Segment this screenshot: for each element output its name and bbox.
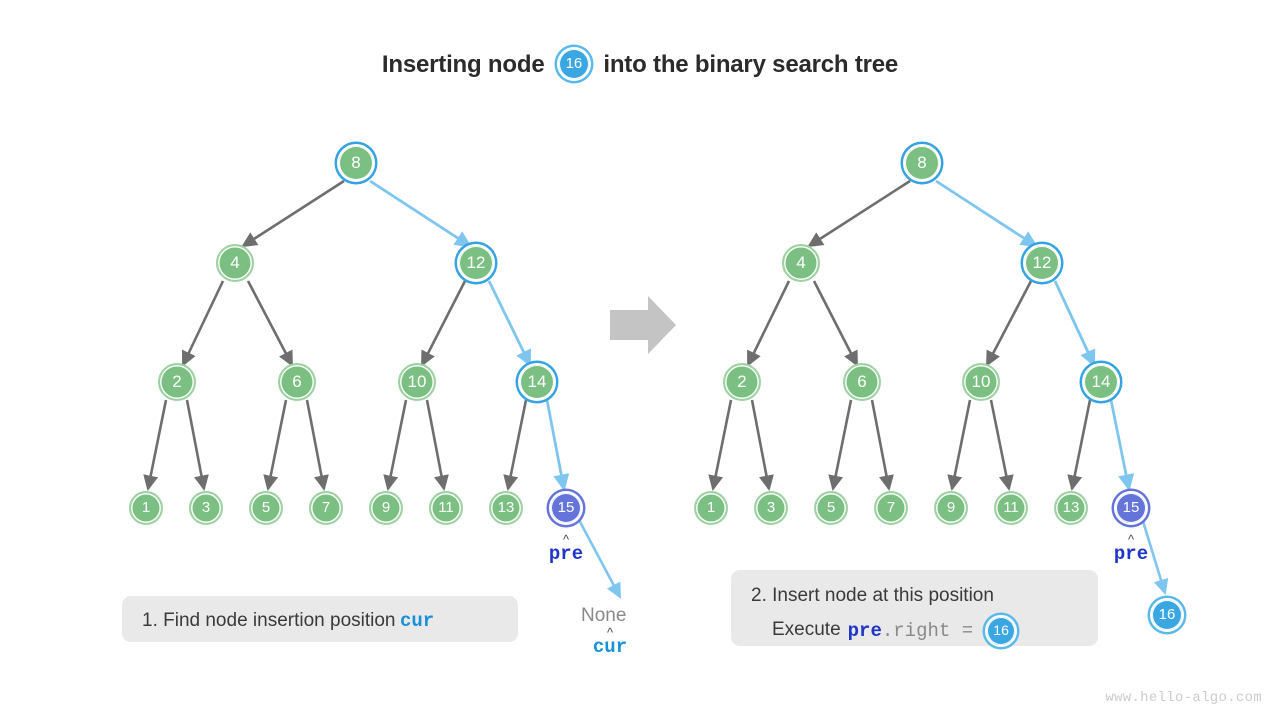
tree-node[interactable]: 9 [934, 491, 968, 525]
tree-node[interactable]: 1 [694, 491, 728, 525]
node-value: 5 [826, 499, 836, 516]
tree-node[interactable]: 10 [962, 363, 1000, 401]
tree-node[interactable]: 7 [874, 491, 908, 525]
node-value: 12 [1032, 253, 1052, 272]
title-node-value: 16 [565, 55, 583, 72]
tree-node[interactable]: 4 [216, 244, 254, 282]
caret-icon: ^ [606, 625, 614, 640]
node-value: 3 [766, 499, 776, 516]
tree-node[interactable]: 6 [843, 363, 881, 401]
tree-node[interactable]: 4 [782, 244, 820, 282]
node-value: 14 [1091, 372, 1111, 391]
page-title: Inserting node 16 into the binary search… [0, 47, 1280, 82]
tree-node[interactable]: 6 [278, 363, 316, 401]
node-value: 6 [292, 372, 302, 391]
node-value: 2 [737, 372, 747, 391]
node-value: 16 [993, 622, 1009, 638]
tree-node[interactable]: 12 [457, 244, 495, 282]
caption-2-line-1: 2. Insert node at this position [751, 582, 1098, 611]
tree-node[interactable]: 3 [754, 491, 788, 525]
node-value: 7 [321, 499, 331, 516]
transition-arrow-icon [610, 296, 676, 354]
node-value: 15 [1122, 499, 1140, 516]
caret-icon: ^ [562, 532, 570, 547]
caption-2-node-badge: 16 [985, 614, 1018, 647]
node-value: 6 [857, 372, 867, 391]
tree-node[interactable]: 5 [814, 491, 848, 525]
title-text-after: into the binary search tree [603, 51, 899, 78]
tree-node[interactable]: 7 [309, 491, 343, 525]
node-value: 12 [466, 253, 486, 272]
node-value: 1 [706, 499, 716, 516]
caption-step-1: 1. Find node insertion position cur [122, 596, 518, 642]
node-value: 4 [230, 253, 240, 272]
tree-node[interactable]: 13 [489, 491, 523, 525]
caption-1-var: cur [399, 610, 435, 632]
none-text: None [581, 605, 627, 626]
pre-label: pre [548, 543, 584, 565]
tree-node[interactable]: 1 [129, 491, 163, 525]
tree-node[interactable]: 11 [429, 491, 463, 525]
pre-label: pre [1113, 543, 1149, 565]
tree-node-inserted[interactable]: 16 [1150, 598, 1184, 632]
pre-pointer-right: ^ pre [1091, 532, 1171, 565]
tree-node[interactable]: 8 [337, 144, 375, 182]
node-value: 10 [407, 372, 427, 391]
cur-pointer-left: ^ cur [570, 625, 650, 658]
caption-step-2: 2. Insert node at this position Execute … [731, 570, 1098, 647]
caption-1-text: 1. Find node insertion position [142, 610, 396, 631]
node-value: 11 [1003, 499, 1019, 516]
tree-node-pre[interactable]: 15 [549, 491, 583, 525]
node-value: 14 [527, 372, 547, 391]
node-value: 9 [946, 499, 956, 516]
cur-label: cur [592, 636, 628, 658]
pre-pointer-left: ^ pre [526, 532, 606, 565]
node-value: 7 [886, 499, 896, 516]
caption-2-var: pre [847, 619, 882, 642]
node-value: 4 [796, 253, 806, 272]
tree-node[interactable]: 9 [369, 491, 403, 525]
tree-node[interactable]: 13 [1054, 491, 1088, 525]
caption-2-text: 2. Insert node at this position [751, 585, 994, 606]
caption-2-prefix: Execute [772, 619, 841, 641]
node-value: 8 [917, 153, 927, 172]
node-value: 2 [172, 372, 182, 391]
node-value: 16 [1158, 606, 1176, 623]
tree-node[interactable]: 14 [518, 363, 556, 401]
title-text-before: Inserting node [381, 51, 545, 78]
node-value: 13 [1062, 499, 1080, 516]
title-node-badge: 16 [556, 47, 591, 81]
watermark: www.hello-algo.com [1105, 690, 1262, 706]
tree-node[interactable]: 3 [189, 491, 223, 525]
caret-icon: ^ [1127, 532, 1135, 547]
tree-node[interactable]: 14 [1082, 363, 1120, 401]
node-value: 9 [381, 499, 391, 516]
tree-node-pre[interactable]: 15 [1114, 491, 1148, 525]
tree-node[interactable]: 10 [398, 363, 436, 401]
node-value: 3 [201, 499, 211, 516]
node-value: 5 [261, 499, 271, 516]
tree-node[interactable]: 2 [723, 363, 761, 401]
caption-2-line-2: Execute pre .right = 16 [751, 614, 1098, 647]
node-value: 8 [351, 153, 361, 172]
node-value: 13 [497, 499, 515, 516]
node-value: 15 [557, 499, 575, 516]
node-value: 1 [141, 499, 151, 516]
node-value: 11 [438, 499, 454, 516]
tree-node[interactable]: 11 [994, 491, 1028, 525]
tree-node[interactable]: 12 [1023, 244, 1061, 282]
tree-node[interactable]: 8 [903, 144, 941, 182]
caption-2-expr: .right = [881, 619, 974, 642]
node-value: 10 [971, 372, 991, 391]
tree-node[interactable]: 5 [249, 491, 283, 525]
tree-node[interactable]: 2 [158, 363, 196, 401]
